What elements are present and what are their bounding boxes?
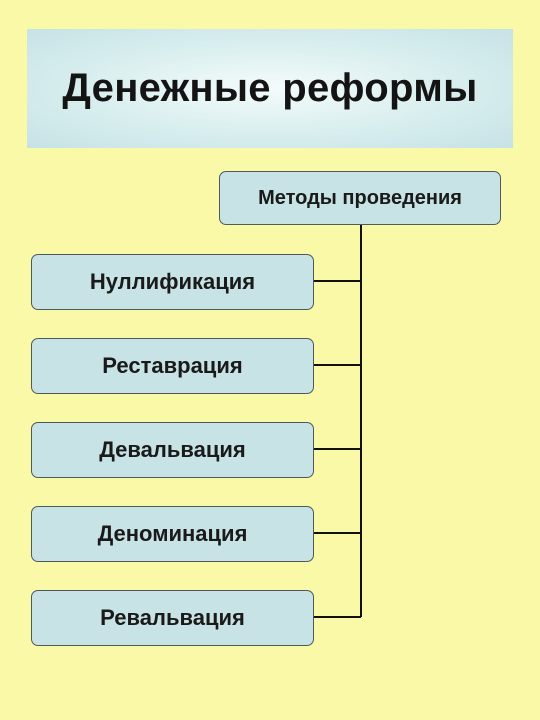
method-label: Ревальвация bbox=[100, 605, 245, 630]
method-restoration-node: Реставрация bbox=[31, 338, 314, 394]
method-label: Нуллификация bbox=[89, 269, 256, 294]
title-panel: Денежные реформы bbox=[27, 29, 513, 148]
method-label: Девальвация bbox=[99, 437, 246, 462]
page-title: Денежные реформы bbox=[62, 66, 478, 110]
method-revaluation-node: Ревальвация bbox=[31, 590, 314, 646]
method-devaluation-node: Девальвация bbox=[31, 422, 314, 478]
method-nullification-node: Нуллификация bbox=[31, 254, 314, 310]
methods-root-label: Методы проведения bbox=[258, 186, 462, 209]
method-denomination-node: Деноминация bbox=[31, 506, 314, 562]
method-label: Реставрация bbox=[102, 353, 243, 378]
methods-root-node: Методы проведения bbox=[219, 171, 501, 225]
method-label: Деноминация bbox=[97, 521, 248, 546]
